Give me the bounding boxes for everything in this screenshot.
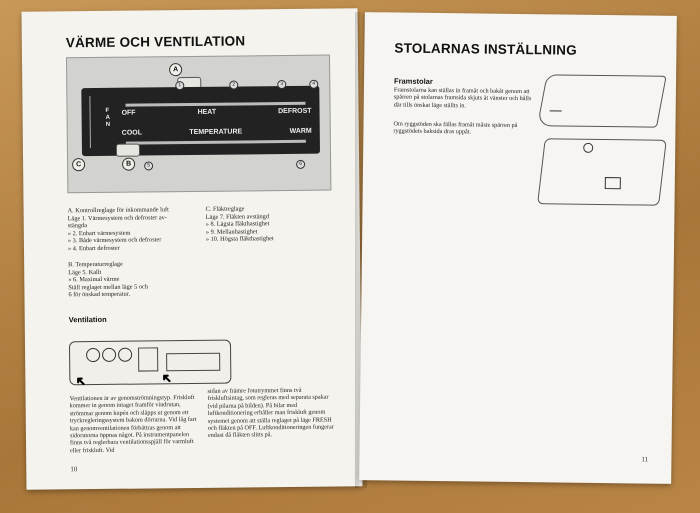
position-number: 3 <box>277 80 287 90</box>
left-page: VÄRME OCH VENTILATION A 1 2 3 4 OFF HEAT… <box>21 8 363 490</box>
legend-a: A. Kontrollreglage för inkommande luft L… <box>67 206 169 253</box>
subheading-framstolar: Framstolar <box>393 76 433 86</box>
label-temperature: TEMPERATURE <box>189 128 243 137</box>
right-page: STOLARNAS INSTÄLLNING Framstolar Framsto… <box>359 12 677 484</box>
page-title: STOLARNAS INSTÄLLNING <box>394 40 577 58</box>
control-knob-b <box>115 143 141 157</box>
seat-front-drawing <box>536 74 667 128</box>
seat-back-drawing <box>537 138 667 206</box>
position-number: 5 <box>144 161 154 171</box>
legend-b: B. Temperaturreglage Läge 5. Kallt » 6. … <box>68 260 148 299</box>
label-heat: HEAT <box>197 108 217 116</box>
gauge-icon <box>86 347 101 363</box>
position-number: 4 <box>309 79 319 89</box>
page-number: 10 <box>70 465 78 474</box>
callout-b: B <box>122 157 136 171</box>
ventilation-dashboard-drawing <box>68 339 232 386</box>
fan-letter-f: F <box>105 107 110 114</box>
ventilation-body-col1: Ventilationen är av genomströmningstyp. … <box>69 393 197 455</box>
page-number: 11 <box>641 455 649 464</box>
latch-icon <box>583 142 594 153</box>
section-heading-ventilation: Ventilation <box>68 314 107 325</box>
pointer-line <box>549 110 562 112</box>
page-title: VÄRME OCH VENTILATION <box>65 33 246 51</box>
paragraph-1: Framstolarna kan ställas in framåt och b… <box>393 86 532 110</box>
label-cool: COOL <box>121 129 143 137</box>
position-number: 6 <box>296 159 306 169</box>
paragraph-2: Om ryggstöden ska fällas framåt måste sp… <box>393 120 518 136</box>
callout-a: A <box>169 63 183 77</box>
fan-letter-a: A <box>105 114 110 121</box>
position-number: 1 <box>175 81 185 91</box>
label-off: OFF <box>121 109 136 117</box>
gauge-icon <box>118 347 133 362</box>
slider-track-a <box>125 101 306 107</box>
label-warm: WARM <box>289 127 312 135</box>
fan-letter-n: N <box>105 121 111 128</box>
slider-track-b <box>125 139 306 145</box>
glovebox <box>166 352 221 372</box>
latch-handle-icon <box>604 177 621 190</box>
callout-c: C <box>72 158 86 172</box>
gauge-icon <box>102 347 117 362</box>
radio-unit <box>138 347 159 372</box>
fan-slot <box>89 95 99 149</box>
control-panel-diagram: A 1 2 3 4 OFF HEAT DEFROST F A N COOL TE… <box>65 54 332 194</box>
legend-c: C. Fläktreglage Läge 7. Fläkten avstängd… <box>205 205 274 244</box>
label-defrost: DEFROST <box>278 107 312 116</box>
position-number: 2 <box>229 80 239 90</box>
ventilation-body-col2: sidan av främre fotutrymmet finns två fr… <box>207 386 334 440</box>
